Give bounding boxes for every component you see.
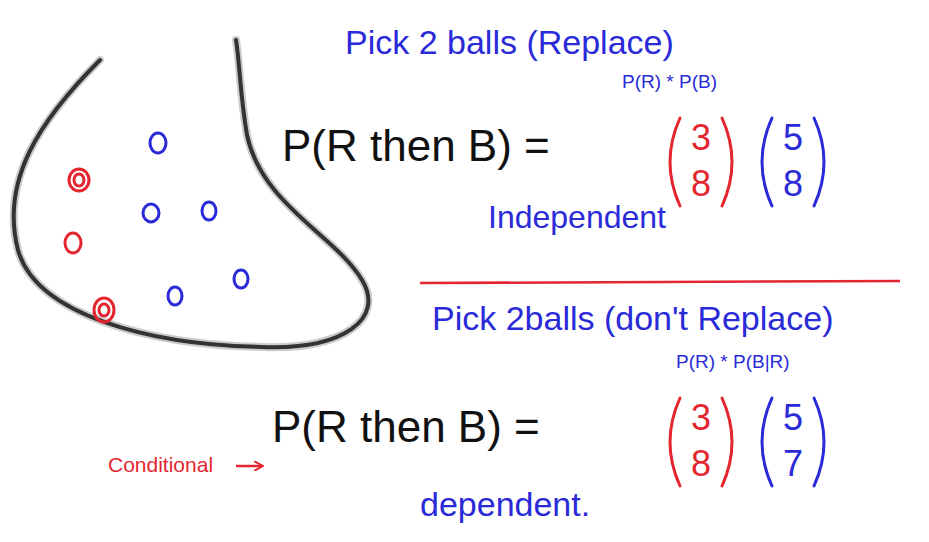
formula-note: P(R) * P(B|R): [676, 352, 790, 373]
blue-ball: [143, 204, 159, 222]
red-ball: [69, 169, 89, 191]
callout-note: Conditional: [108, 453, 213, 476]
red-ball-scribble: [99, 304, 109, 316]
paren: [814, 398, 824, 486]
numerator: 5: [783, 398, 803, 438]
paren: [670, 398, 680, 486]
heading: Pick 2 balls (Replace): [345, 24, 674, 61]
numerator: 3: [691, 118, 711, 158]
denominator: 7: [783, 444, 803, 484]
pointer-arrow: [236, 465, 262, 468]
separator-line: [420, 281, 900, 283]
paren: [814, 118, 824, 206]
red-ball: [94, 298, 114, 322]
blue-ball: [234, 270, 248, 288]
denominator: 8: [783, 164, 803, 204]
note: dependent.: [420, 486, 590, 523]
denominator: 8: [691, 164, 711, 204]
blue-ball: [168, 287, 182, 305]
red-ball-scribble: [74, 174, 84, 186]
blue-ball: [202, 202, 216, 220]
probability-expression: P(R then B) =: [282, 122, 550, 170]
bag-outline: [14, 40, 369, 347]
bag-outline-shadow: [14, 40, 369, 347]
numerator: 3: [691, 398, 711, 438]
formula-note: P(R) * P(B): [622, 72, 717, 93]
paren: [670, 118, 680, 206]
probability-expression: P(R then B) =: [272, 403, 540, 451]
blue-balls: [143, 133, 248, 305]
heading: Pick 2balls (don't Replace): [432, 300, 833, 337]
paren: [762, 398, 772, 486]
paren: [722, 398, 732, 486]
denominator: 8: [691, 444, 711, 484]
note: Independent: [488, 200, 666, 235]
blue-ball: [150, 133, 166, 153]
numerator: 5: [783, 118, 803, 158]
paren: [722, 118, 732, 206]
red-ball: [65, 233, 81, 253]
red-balls: [65, 169, 114, 322]
paren: [762, 118, 772, 206]
